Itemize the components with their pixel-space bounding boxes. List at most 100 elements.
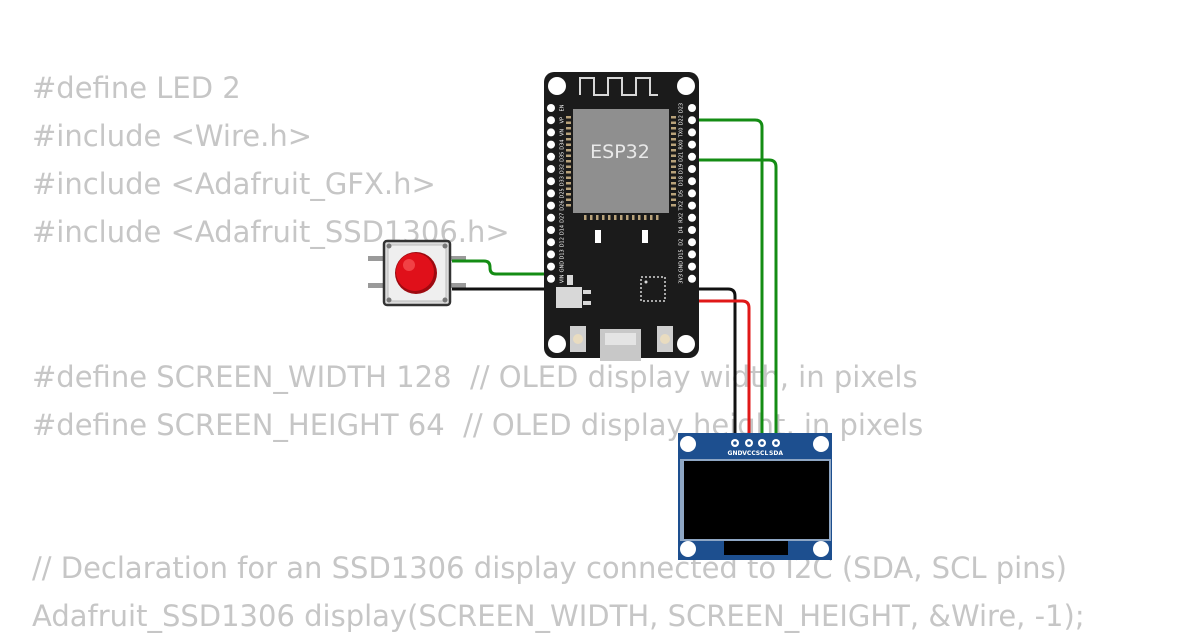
castellation — [602, 215, 605, 220]
smd-component — [595, 230, 601, 243]
antenna-trace — [579, 77, 658, 96]
button-lead — [448, 283, 466, 288]
castellation — [566, 132, 571, 135]
esp32-pin-label: TX0 — [679, 128, 685, 139]
castellation — [656, 215, 659, 220]
castellation — [671, 198, 676, 201]
button-cap-highlight — [403, 259, 415, 271]
button-lead — [368, 283, 386, 288]
mounting-hole — [813, 436, 829, 452]
esp32-pin[interactable] — [547, 116, 555, 125]
code-line: #define LED 2 — [32, 71, 241, 105]
oled-pin-label: VCC — [742, 450, 756, 457]
castellation — [566, 182, 571, 185]
mounting-hole — [548, 77, 566, 95]
esp32-pin-label: VN — [560, 129, 566, 136]
esp32-pin[interactable] — [688, 140, 696, 149]
esp32-pin-label: D26 — [560, 200, 566, 210]
esp32-pin[interactable] — [688, 177, 696, 186]
push-button[interactable] — [368, 239, 466, 307]
mounting-hole — [677, 77, 695, 95]
castellation — [671, 154, 676, 157]
castellation — [566, 165, 571, 168]
oled-pin-label: SCL — [756, 450, 769, 457]
esp32-pin[interactable] — [547, 262, 555, 271]
oled-pin-label: SDA — [769, 450, 783, 457]
esp32-pin-label: D22 — [679, 115, 685, 125]
castellation — [671, 182, 676, 185]
esp32-pin[interactable] — [547, 128, 555, 137]
esp32-pin-label: GND — [679, 261, 685, 273]
esp32-pin[interactable] — [688, 128, 696, 137]
esp32-pin[interactable] — [688, 226, 696, 234]
esp32-pin[interactable] — [547, 152, 555, 161]
esp32-pin-label: D12 — [560, 237, 566, 247]
code-line: #define SCREEN_HEIGHT 64 // OLED display… — [32, 408, 924, 442]
wire-button-signal — [452, 259, 553, 276]
esp32-pin[interactable] — [688, 116, 696, 125]
wire-oled-gnd — [694, 287, 737, 442]
esp32-pin[interactable] — [688, 189, 696, 198]
wire-oled-vcc — [694, 299, 751, 442]
esp32-pin[interactable] — [547, 140, 555, 149]
esp32-pin[interactable] — [688, 201, 696, 210]
mounting-hole — [677, 335, 695, 353]
oled-pin-label: GND — [728, 450, 743, 457]
esp32-pin[interactable] — [547, 274, 555, 283]
esp32-left-pin-header: ENVPVND34D35D32D33D25D26D27D14D12D13GNDV… — [547, 104, 566, 283]
esp32-pin-label: D15 — [679, 249, 685, 259]
esp32-pin-label: D23 — [679, 103, 685, 113]
castellation — [671, 132, 676, 135]
esp32-pin-label: D25 — [560, 188, 566, 198]
esp32-pin[interactable] — [547, 189, 555, 198]
castellation — [566, 138, 571, 141]
castellation — [566, 176, 571, 179]
esp32-pin[interactable] — [547, 104, 555, 112]
esp32-pin-label: D21 — [679, 152, 685, 162]
esp32-pin[interactable] — [688, 165, 696, 173]
esp32-pin[interactable] — [547, 165, 555, 173]
esp32-chip-label: ESP32 — [590, 141, 650, 163]
esp32-pin-label: GND — [560, 261, 566, 273]
esp32-pin[interactable] — [547, 213, 555, 222]
code-line: #include <Adafruit_GFX.h> — [32, 167, 436, 201]
wire-scl — [694, 118, 764, 442]
esp32-pin[interactable] — [547, 177, 555, 186]
esp32-pin[interactable] — [547, 201, 555, 210]
esp32-pin[interactable] — [688, 274, 696, 283]
esp32-pin[interactable] — [688, 213, 696, 222]
castellation — [671, 160, 676, 163]
esp32-pin-label: D4 — [679, 226, 685, 233]
esp32-pin-label: D2 — [679, 239, 685, 246]
esp32-pin[interactable] — [547, 250, 555, 259]
esp32-pin[interactable] — [688, 152, 696, 161]
button-lead — [448, 256, 466, 261]
castellation — [590, 215, 593, 220]
esp32-pin-label: D27 — [560, 213, 566, 223]
castellation — [671, 171, 676, 174]
esp32-pin-label: RX2 — [679, 213, 685, 223]
oled-pin-hole — [760, 441, 764, 445]
esp32-pin[interactable] — [547, 226, 555, 234]
castellation — [584, 215, 587, 220]
esp32-pin[interactable] — [688, 104, 696, 112]
castellation — [671, 149, 676, 152]
esp32-board[interactable]: ESP32 ENVPVND34D35D32D33D25D26D27D14D12D… — [544, 72, 699, 361]
esp32-pin[interactable] — [688, 262, 696, 271]
button-corner-dot — [386, 297, 392, 303]
castellation — [671, 187, 676, 190]
regulator-pin — [583, 290, 591, 294]
esp32-pin[interactable] — [688, 238, 696, 247]
esp32-pin[interactable] — [547, 238, 555, 247]
castellation — [608, 215, 611, 220]
esp32-pin[interactable] — [688, 250, 696, 259]
castellation — [566, 143, 571, 146]
castellation — [644, 215, 647, 220]
oled-pin-hole — [774, 441, 778, 445]
code-line: Adafruit_SSD1306 display(SCREEN_WIDTH, S… — [32, 599, 1085, 633]
button-cap[interactable] — [396, 253, 434, 291]
mounting-hole — [680, 541, 696, 557]
